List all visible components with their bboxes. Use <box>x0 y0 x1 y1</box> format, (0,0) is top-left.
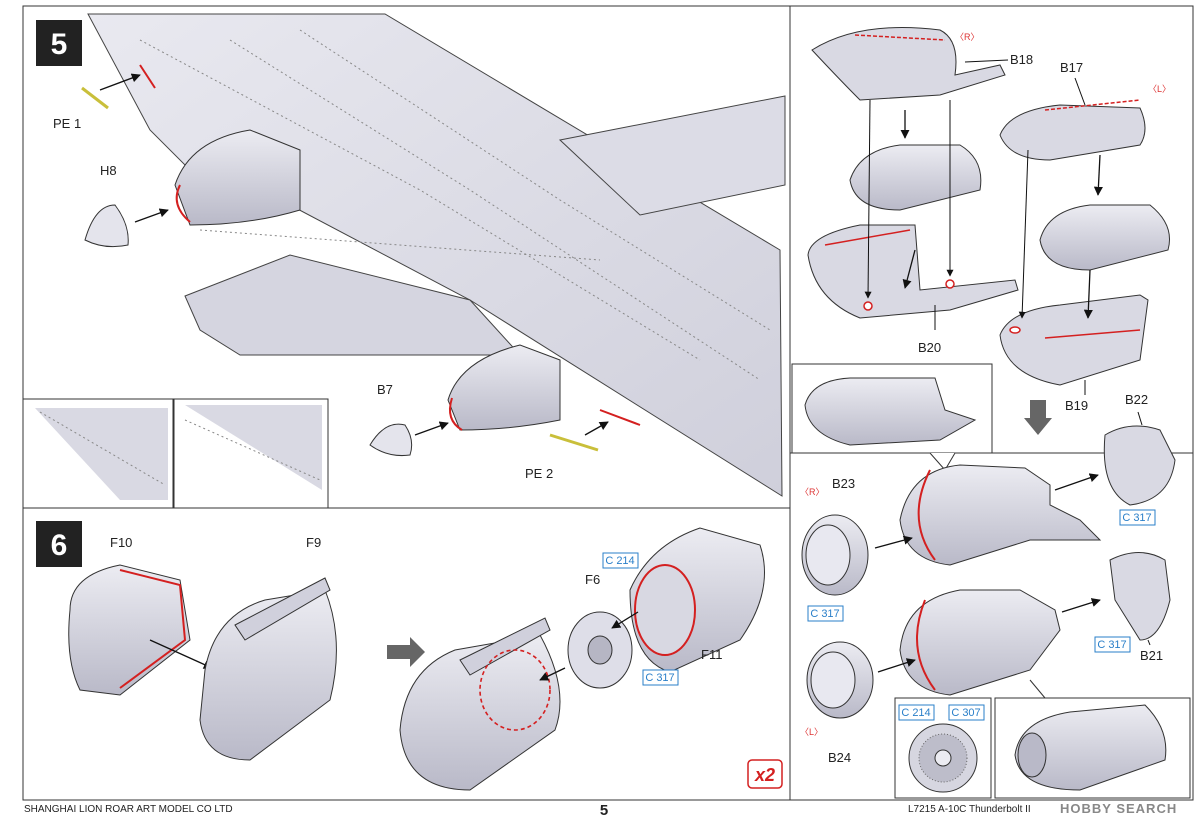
step-5-panel: 5 H8 PE 1 B7 PE 2 <box>22 13 786 509</box>
svg-text:〈L〉: 〈L〉 <box>800 727 823 737</box>
label-b21: B21 <box>1140 648 1163 663</box>
part-f9 <box>199 589 337 761</box>
engine-pod-upper <box>174 129 301 226</box>
label-b18: B18 <box>1010 52 1033 67</box>
label-b19: B19 <box>1065 398 1088 413</box>
wing-rivet-lines <box>139 29 771 381</box>
paint-ref-c317-b23: C 317 <box>807 605 844 622</box>
svg-text:C 317: C 317 <box>1122 512 1151 524</box>
footer-kit-name: L7215 A-10C Thunderbolt II <box>908 804 1031 815</box>
part-b21 <box>1109 552 1171 641</box>
part-b22 <box>1103 425 1176 506</box>
label-pe1: PE 1 <box>53 116 81 131</box>
engine-pod-lower <box>447 344 561 431</box>
paint-ref-c214-step6: C 214 <box>602 552 639 569</box>
step-5-badge <box>36 20 82 66</box>
footer: SHANGHAI LION ROAR ART MODEL CO LTD 5 L7… <box>24 801 1177 819</box>
fan-detail-inset: C 214 C 307 <box>894 697 992 799</box>
nacelle-half-inset <box>791 363 993 471</box>
label-f10: F10 <box>110 535 132 550</box>
part-h8-nosecone <box>84 204 129 248</box>
tailplane <box>558 95 786 216</box>
nacelle-halves-panel: 〈R〉 B18 B20 〈L〉 B17 B19 <box>791 27 1176 506</box>
part-pe1 <box>81 86 109 110</box>
part-pe2 <box>549 433 599 452</box>
footer-page-number: 5 <box>600 802 608 819</box>
part-b18 <box>811 27 1006 101</box>
assembled-pod-half <box>399 634 561 791</box>
label-b24: B24 <box>828 750 851 765</box>
svg-text:C 214: C 214 <box>605 555 634 567</box>
part-b7-nosecone <box>369 423 413 456</box>
flow-down-arrow <box>1024 400 1052 435</box>
paint-ref-c317-b21: C 317 <box>1094 636 1131 653</box>
svg-text:〈L〉: 〈L〉 <box>1148 84 1171 94</box>
part-f10 <box>68 564 191 696</box>
paint-ref-c317-step6: C 317 <box>642 669 679 686</box>
svg-text:C 307: C 307 <box>951 707 980 719</box>
label-b23: B23 <box>832 476 855 491</box>
footer-watermark: HOBBY SEARCH <box>1060 801 1177 816</box>
label-b22: B22 <box>1125 392 1148 407</box>
nacelle-core-left <box>1039 204 1170 271</box>
nacelle-core-right <box>849 144 982 211</box>
engine-pod-upper-glue <box>175 184 191 223</box>
label-b17: B17 <box>1060 60 1083 75</box>
paint-ref-c214-fan: C 214 <box>898 704 935 721</box>
label-f9: F9 <box>306 535 321 550</box>
nacelle-assembled-right <box>899 464 1102 566</box>
footer-company: SHANGHAI LION ROAR ART MODEL CO LTD <box>24 804 233 815</box>
step-6-badge <box>36 521 82 567</box>
svg-text:C 317: C 317 <box>1097 639 1126 651</box>
svg-text:x2: x2 <box>754 765 775 785</box>
label-b7: B7 <box>377 382 393 397</box>
paint-ref-c307-fan: C 307 <box>948 704 985 721</box>
svg-text:〈R〉: 〈R〉 <box>955 32 980 42</box>
label-f11: F11 <box>701 647 722 662</box>
part-b19 <box>999 294 1149 386</box>
label-pe2: PE 2 <box>525 466 553 481</box>
detail-inset-right <box>173 398 329 509</box>
nacelle-final-inset <box>994 697 1191 799</box>
svg-text:C 214: C 214 <box>901 707 930 719</box>
part-b17 <box>999 104 1146 161</box>
paint-ref-c317-b22: C 317 <box>1119 509 1156 526</box>
step-5-number: 5 <box>51 28 68 61</box>
nacelle-assembled-left <box>899 589 1061 696</box>
step-6-panel: 6 F10 F9 F6 F11 C 214 C 31 <box>36 521 783 791</box>
detail-inset-left <box>22 398 174 509</box>
part-b20 <box>807 224 1019 319</box>
step-6-number: 6 <box>51 529 68 562</box>
quantity-badge: x2 <box>747 759 783 789</box>
step-6-flow-arrow <box>387 637 425 667</box>
nacelle-assembly-panel: 〈R〉 B23 〈L〉 B24 B21 C 317 C 317 C 317 <box>800 464 1191 799</box>
label-b20: B20 <box>918 340 941 355</box>
svg-text:C 317: C 317 <box>810 608 839 620</box>
svg-text:〈R〉: 〈R〉 <box>800 487 825 497</box>
label-f6: F6 <box>585 572 600 587</box>
label-h8: H8 <box>100 163 117 178</box>
svg-text:C 317: C 317 <box>645 672 674 684</box>
